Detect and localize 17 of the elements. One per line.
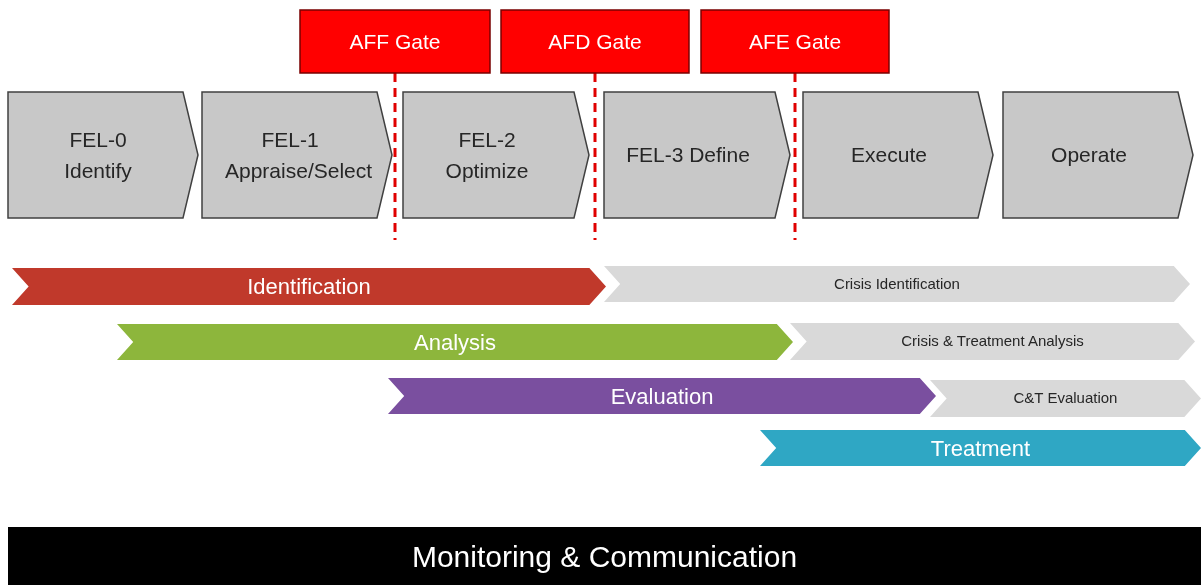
phase-block: Operate xyxy=(1003,92,1193,218)
base-band: Monitoring & Communication xyxy=(8,527,1201,585)
phase-block: FEL-3 Define xyxy=(604,92,790,218)
activity-band: Crisis Identification xyxy=(604,266,1190,302)
activity-band: Analysis xyxy=(117,324,793,360)
gate-box: AFD Gate xyxy=(501,10,689,73)
phase-block: FEL-0 Identify xyxy=(8,92,198,218)
activity-band: Treatment xyxy=(760,430,1201,466)
gate-box: AFF Gate xyxy=(300,10,490,73)
activity-band: C&T Evaluation xyxy=(930,380,1201,417)
activity-band: Evaluation xyxy=(388,378,936,414)
activity-band: Identification xyxy=(12,268,606,305)
phase-block: Execute xyxy=(803,92,993,218)
gate-box: AFE Gate xyxy=(701,10,889,73)
phase-block: FEL-2 Optimize xyxy=(403,92,589,218)
phase-block: FEL-1 Appraise/Select xyxy=(202,92,392,218)
activity-band: Crisis & Treatment Analysis xyxy=(790,323,1195,360)
